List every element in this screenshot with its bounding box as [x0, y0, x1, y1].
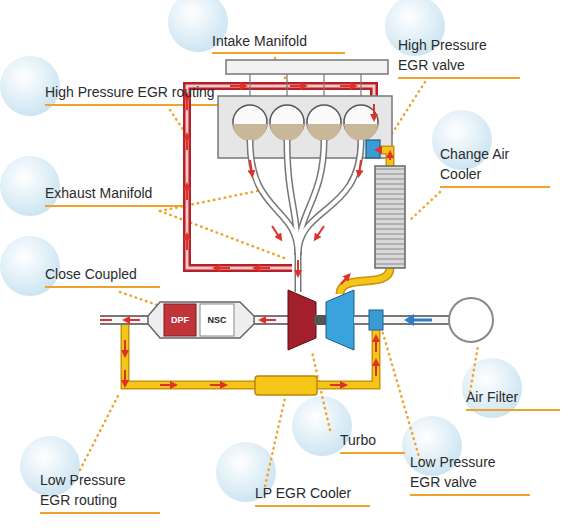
intake-manifold: [226, 60, 388, 74]
part-label: Intake Manifold: [212, 31, 352, 51]
exhaust-runner: [250, 140, 361, 292]
label-underline: [40, 53, 560, 513]
charge-air-pipe: [125, 150, 390, 385]
flow-arrow: [125, 86, 390, 385]
section-label: NSC: [202, 315, 232, 326]
flow-arrow: [100, 319, 112, 321]
leader-line: [80, 58, 478, 486]
air-arrow: [404, 314, 414, 326]
lp-egr-valve: [369, 310, 383, 330]
converter: [148, 302, 254, 338]
intake-pipe: [354, 317, 450, 323]
nsc-section: [200, 304, 234, 336]
piston: [233, 124, 378, 141]
engine-block: [218, 96, 392, 158]
part-label: Low Pressure EGR valve: [410, 452, 525, 492]
section-label: DPF: [166, 315, 194, 326]
part-label: Turbo: [340, 430, 420, 450]
callout-bubble: [0, 0, 522, 502]
part-label: Change Air Cooler: [440, 144, 535, 184]
intake-pipe: [354, 315, 450, 325]
part-label: High Pressure EGR valve: [398, 35, 508, 75]
part-label: LP EGR Cooler: [255, 483, 385, 503]
turbine: [288, 290, 316, 350]
dpf-section: [164, 304, 196, 336]
charge-air-cooler: [375, 166, 405, 268]
part-label: Air Filter: [466, 387, 566, 407]
lp-egr-cooler: [255, 376, 317, 395]
part-label: Low Pressure EGR routing: [40, 470, 150, 510]
part-label: Close Coupled: [45, 264, 185, 284]
part-label: High Pressure EGR routing: [45, 82, 265, 102]
compressor: [326, 290, 354, 350]
part-label: Exhaust Manifold: [45, 183, 205, 203]
air-filter: [449, 298, 493, 342]
hp-egr-valve: [366, 140, 380, 158]
